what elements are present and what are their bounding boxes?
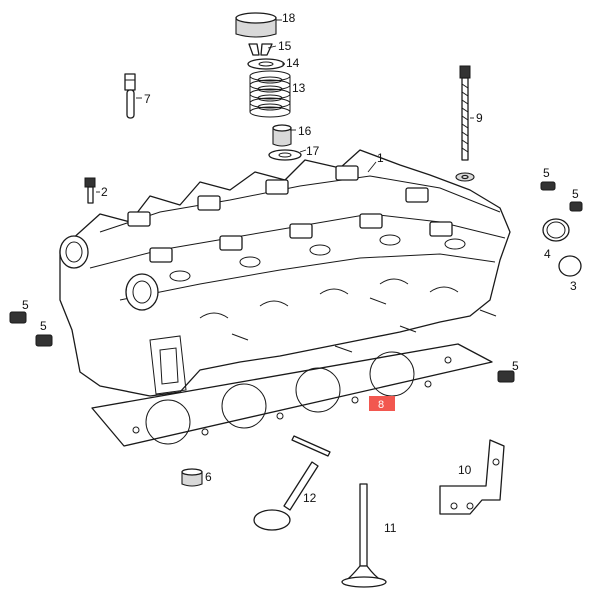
callout-8[interactable]: 8 [378,399,384,411]
part-bracket[interactable] [439,439,505,515]
callout-5-right-mid: 5 [572,187,579,201]
part-head-gasket[interactable] [91,343,493,447]
callout-1: 1 [377,151,384,165]
callout-4: 4 [544,247,551,261]
leader-lines [96,19,474,193]
callout-5-left-bottom: 5 [40,319,47,333]
callout-18: 18 [282,11,296,25]
callout-6: 6 [205,470,212,484]
callout-9: 9 [476,111,483,125]
part-stud-left-2[interactable] [35,334,53,347]
callout-2: 2 [101,185,108,199]
part-valve-springs[interactable] [249,70,291,118]
callout-16: 16 [298,124,312,138]
part-intake-valve[interactable] [341,483,387,588]
callout-3: 3 [570,279,577,293]
part-valve-stem-seal[interactable] [272,124,292,147]
part-stud-lower-right[interactable] [497,370,515,383]
callout-8-highlight [369,396,395,411]
callout-12: 12 [303,491,317,505]
part-cylinder-head[interactable] [59,149,511,397]
part-head-bolt[interactable] [455,65,475,182]
callout-15: 15 [278,39,292,53]
callout-17: 17 [306,144,320,158]
part-spring-seat-washer[interactable] [268,149,302,161]
part-sealing-plug-small[interactable] [558,255,582,277]
part-bucket-tappet[interactable] [235,12,277,38]
part-exhaust-valve[interactable] [253,461,319,531]
part-stud-right-2[interactable] [569,201,583,212]
part-sensor-pin[interactable] [124,73,136,119]
part-spring-retainer[interactable] [247,58,285,70]
callout-5-right-bottom: 5 [512,359,519,373]
callout-11: 11 [384,521,397,535]
part-sealing-plug-large[interactable] [542,218,570,242]
callout-14: 14 [286,56,300,70]
part-small-bolt[interactable] [84,177,96,204]
part-plug-6[interactable] [181,468,203,487]
part-stud-exhaust[interactable] [291,435,331,457]
callout-7: 7 [144,92,151,106]
part-stud-left-1[interactable] [9,311,27,324]
callout-10: 10 [458,463,472,477]
part-stud-right-1[interactable] [540,181,556,191]
callout-5-right-top: 5 [543,166,550,180]
callout-13: 13 [292,81,306,95]
part-valve-keepers[interactable] [248,43,273,56]
callout-5-left-top: 5 [22,298,29,312]
